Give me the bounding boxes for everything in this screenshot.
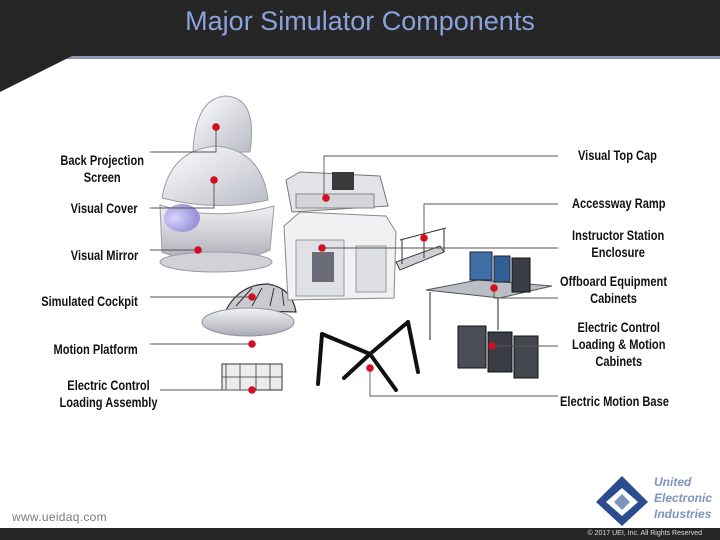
label-visual-mirror: Visual Mirror — [70, 248, 138, 263]
label-line: Offboard Equipment — [560, 274, 668, 289]
label-line: Cabinets — [595, 354, 643, 369]
label-line: Cabinets — [590, 291, 637, 306]
label-line: Loading & Motion — [572, 337, 666, 352]
callout-dot-offboard-cabinets — [490, 284, 498, 292]
callout-dot-motion-platform — [248, 340, 256, 348]
header-corner-decoration — [0, 56, 72, 92]
label-instructor-station-enclosure: Instructor Station Enclosure — [572, 227, 664, 261]
label-electric-motion-base: Electric Motion Base — [560, 394, 669, 409]
callout-dot-loading-assembly — [248, 386, 256, 394]
callout-dot-cockpit — [248, 293, 256, 301]
simulated-cockpit-shape — [225, 283, 297, 313]
callout-dot-visual-mirror — [194, 246, 202, 254]
header-bar — [0, 0, 720, 56]
callout-lines — [150, 128, 558, 397]
instructor-station-enclosure-shape — [283, 211, 397, 301]
label-line: Enclosure — [591, 245, 645, 260]
offboard-equipment-cabinets-shape — [425, 251, 553, 340]
label-electric-control-loading-assembly: Electric Control Loading Assembly — [60, 377, 158, 411]
motion-platform-shape — [201, 307, 295, 337]
label-line: Electric Control — [67, 378, 151, 393]
label-line: Instructor Station — [572, 228, 665, 243]
logo-text-line2: Electronic — [654, 491, 712, 505]
dome-top-cap — [192, 95, 253, 153]
callout-dot-motion-base — [366, 364, 374, 372]
visual-mirror-reflection — [164, 204, 200, 232]
callout-dot-visual-cover — [210, 176, 218, 184]
label-line: Loading Assembly — [59, 395, 158, 410]
footer-bar — [0, 528, 720, 540]
accessway-ramp-shape — [395, 227, 447, 271]
label-visual-top-cap: Visual Top Cap — [578, 148, 657, 163]
label-accessway-ramp: Accessway Ramp — [572, 196, 666, 211]
label-motion-platform: Motion Platform — [53, 342, 138, 357]
callout-dot-visual-top-cap — [322, 194, 330, 202]
logo-text-line3: Industries — [654, 507, 712, 521]
mirror-base-ring — [159, 251, 273, 273]
label-line: Electric Control — [577, 320, 660, 335]
label-offboard-equipment-cabinets: Offboard Equipment Cabinets — [560, 273, 667, 307]
visual-top-cap-shape — [285, 171, 389, 213]
control-loading-assembly-shape — [221, 363, 283, 391]
label-back-projection-screen: Back Projection Screen — [60, 152, 144, 186]
label-electric-control-loading-motion-cabinets: Electric Control Loading & Motion Cabine… — [572, 319, 665, 370]
visual-cover-shape — [161, 145, 269, 207]
electric-motion-base-shape — [316, 320, 420, 392]
copyright-text: © 2017 UEI, Inc. All Rights Reserved — [587, 530, 703, 537]
uei-logo: United Electronic Industries — [596, 475, 712, 526]
callout-dot-accessway-ramp — [420, 234, 428, 242]
motion-cabinets-shape — [457, 325, 539, 379]
label-line: Back Projection — [60, 153, 144, 168]
slide-title: Major Simulator Components — [185, 6, 535, 36]
callout-dots — [194, 123, 498, 394]
label-simulated-cockpit: Simulated Cockpit — [41, 294, 138, 309]
callout-dot-motion-cabinets — [488, 342, 496, 350]
callout-dot-top-cap — [212, 123, 220, 131]
website-url: www.ueidaq.com — [12, 510, 107, 524]
header-stripe — [0, 56, 720, 59]
callout-dot-instructor-station — [318, 244, 326, 252]
label-visual-cover: Visual Cover — [71, 201, 138, 216]
logo-text-line1: United — [654, 475, 692, 489]
label-line: Screen — [83, 170, 121, 185]
simulator-components-diagram — [150, 95, 558, 397]
